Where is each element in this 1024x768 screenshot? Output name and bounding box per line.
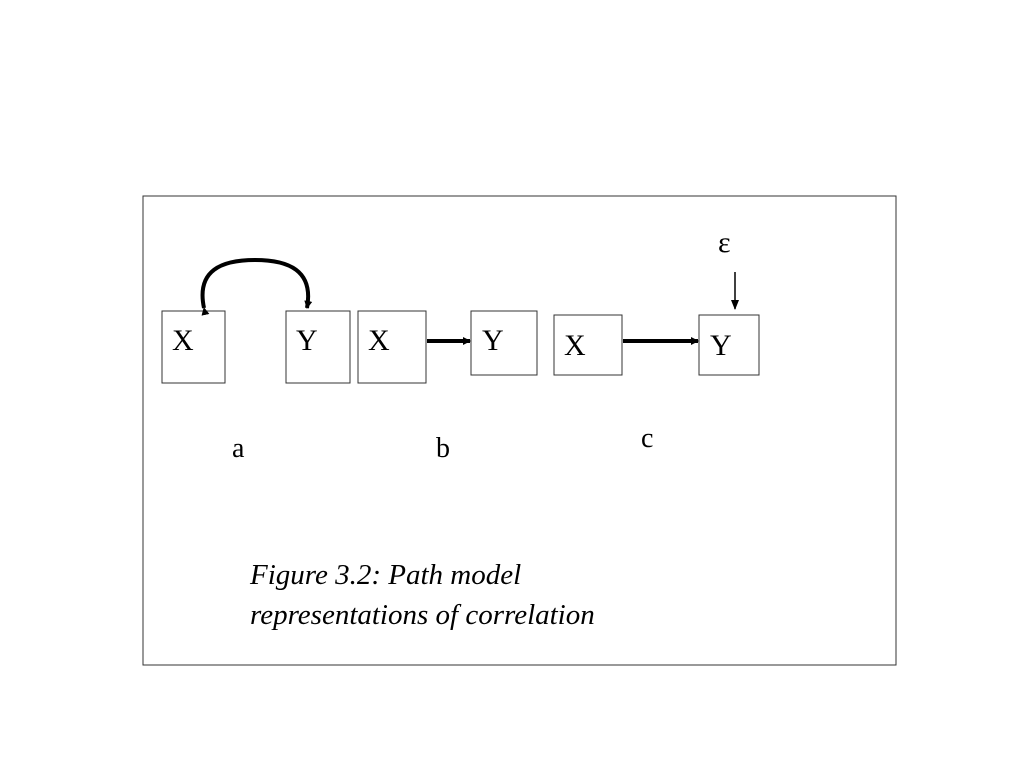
panel-b-y-label: Y (482, 324, 504, 357)
panel-c-label: c (641, 423, 653, 454)
panel-b-label: b (436, 433, 450, 464)
panel-a-correlation-arc (200, 257, 313, 316)
panel-a-x-node (161, 310, 226, 384)
panel-a-x-label: X (172, 324, 194, 357)
panel-a: X Y a (161, 257, 351, 464)
panel-a-y-label: Y (296, 324, 318, 357)
panel-a-label: a (232, 433, 245, 464)
caption-line-2: representations of correlation (250, 599, 595, 631)
panel-c-x-label: X (564, 329, 586, 362)
panel-c: X Y ε c (553, 226, 760, 454)
figure-caption: Figure 3.2: Path model representations o… (249, 559, 595, 631)
panel-c-error-term: ε (718, 226, 731, 259)
panel-c-x-node (553, 314, 623, 376)
caption-line-1: Figure 3.2: Path model (249, 559, 521, 591)
panel-b-x-label: X (368, 324, 390, 357)
panel-c-y-node (698, 314, 760, 376)
panel-b: X Y b (357, 310, 538, 464)
panel-b-x-node (357, 310, 427, 384)
panel-a-y-node (285, 310, 351, 384)
panel-b-y-node (470, 310, 538, 376)
panel-c-y-label: Y (710, 329, 732, 362)
figure-frame (142, 195, 897, 666)
